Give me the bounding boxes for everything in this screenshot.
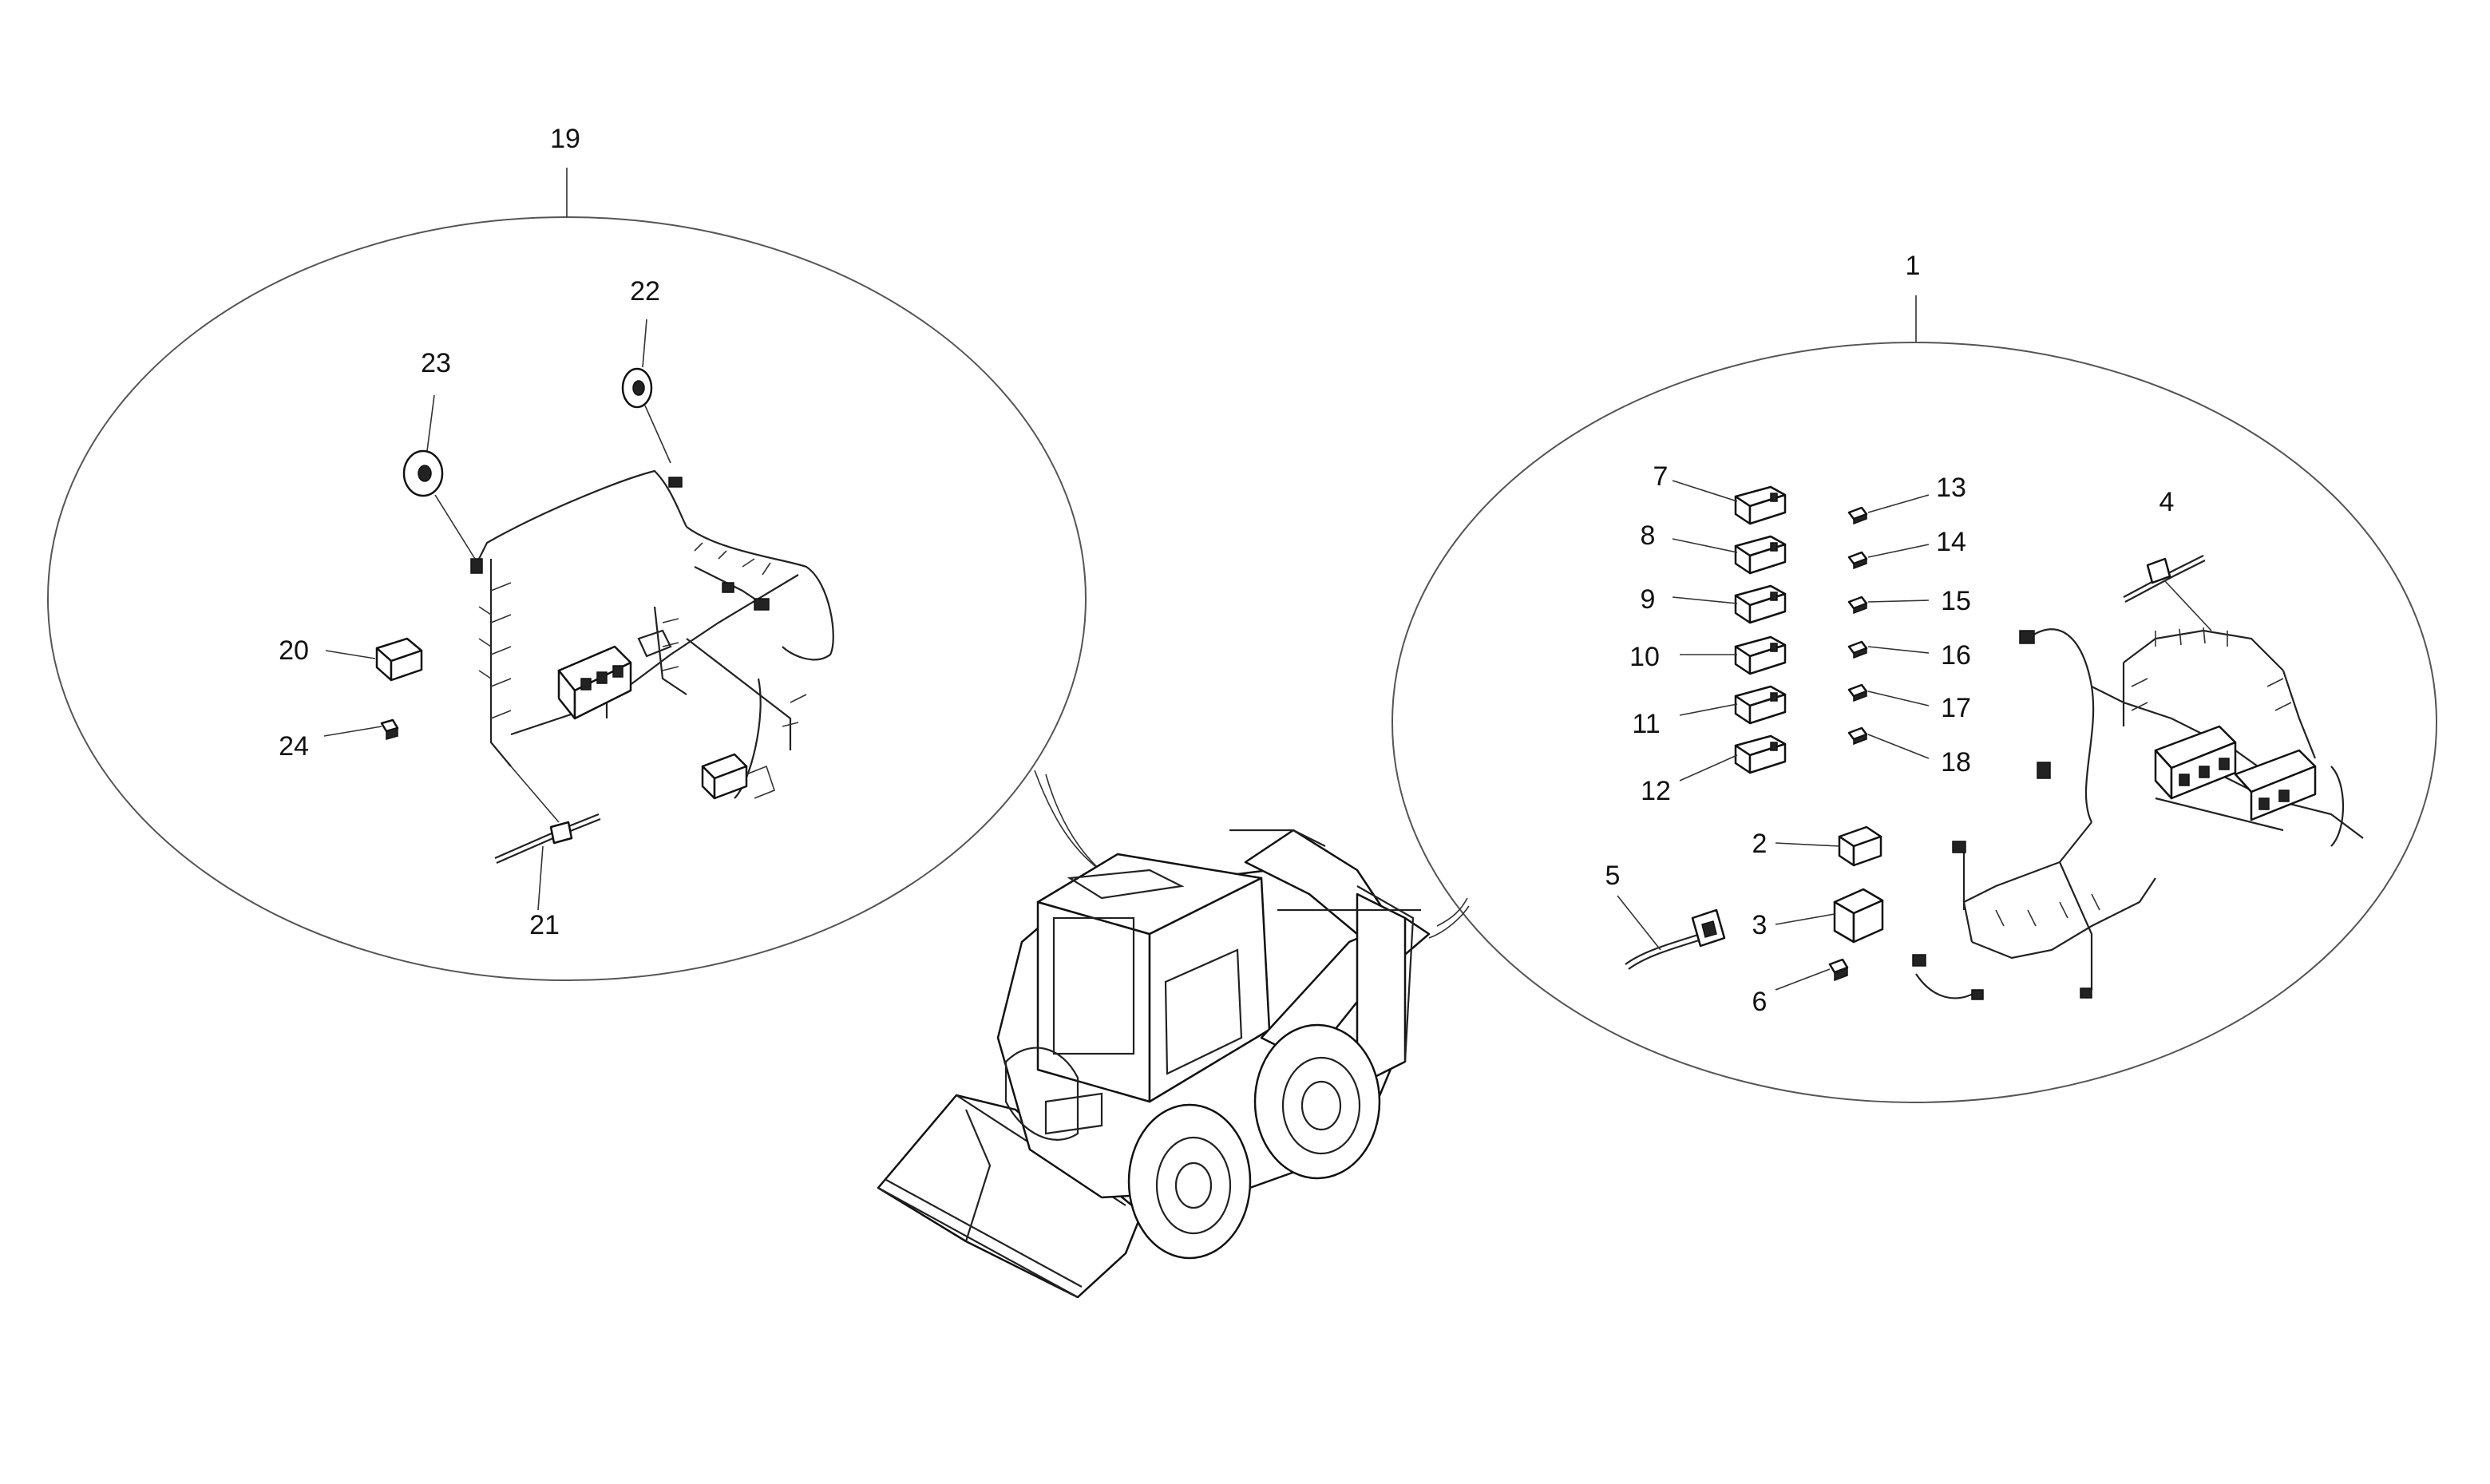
relay-2	[1838, 825, 1882, 867]
callout-3: 3	[1752, 910, 1768, 940]
callout-23: 23	[421, 348, 451, 378]
callout-13: 13	[1936, 473, 1966, 503]
callout-2: 2	[1752, 829, 1768, 859]
relay-3	[1833, 888, 1884, 944]
callout-15: 15	[1941, 586, 1971, 616]
callout-5: 5	[1605, 861, 1621, 891]
detail-ellipse-left	[47, 216, 1087, 981]
callout-17: 17	[1941, 693, 1971, 723]
callout-6: 6	[1752, 987, 1768, 1017]
skid-steer-loader	[877, 829, 1431, 1299]
fuse-6	[1828, 958, 1849, 982]
callout-10: 10	[1629, 642, 1660, 672]
cable-tie-21	[494, 766, 601, 865]
callout-16: 16	[1941, 640, 1971, 671]
callout-22: 22	[630, 276, 660, 307]
relay-stack-7-12	[1734, 485, 1787, 774]
fuse-block	[557, 629, 672, 720]
fuse-24	[380, 718, 399, 740]
callout-4: 4	[2159, 487, 2175, 517]
callout-7: 7	[1653, 461, 1669, 492]
callout-18: 18	[1941, 747, 1971, 778]
callout-24: 24	[279, 731, 309, 762]
callout-labels: 19 22 23 20 24 21 1 7 8 9 10 11 12 13 14…	[279, 124, 2174, 1017]
connector-pigtail-5	[1625, 908, 1726, 970]
callout-20: 20	[279, 635, 309, 666]
callout-19: 19	[550, 124, 580, 154]
fuse-stack-13-18	[1847, 506, 1868, 746]
callout-21: 21	[529, 910, 560, 940]
callout-1: 1	[1906, 251, 1921, 281]
grommet-22	[621, 367, 671, 464]
callout-14: 14	[1936, 527, 1966, 557]
callout-12: 12	[1641, 776, 1671, 806]
main-harness-assembly	[1912, 627, 2364, 1000]
cab-harness-assembly	[470, 469, 834, 800]
cable-tie-4	[2123, 555, 2212, 631]
relay-20	[375, 637, 423, 682]
callout-11: 11	[1632, 709, 1660, 739]
relay-cluster	[701, 753, 775, 800]
leader-lines	[323, 319, 1930, 991]
callout-9: 9	[1641, 584, 1656, 615]
callout-8: 8	[1641, 520, 1656, 551]
detail-ellipse-right	[1391, 342, 2437, 1103]
grommet-23	[402, 449, 476, 560]
